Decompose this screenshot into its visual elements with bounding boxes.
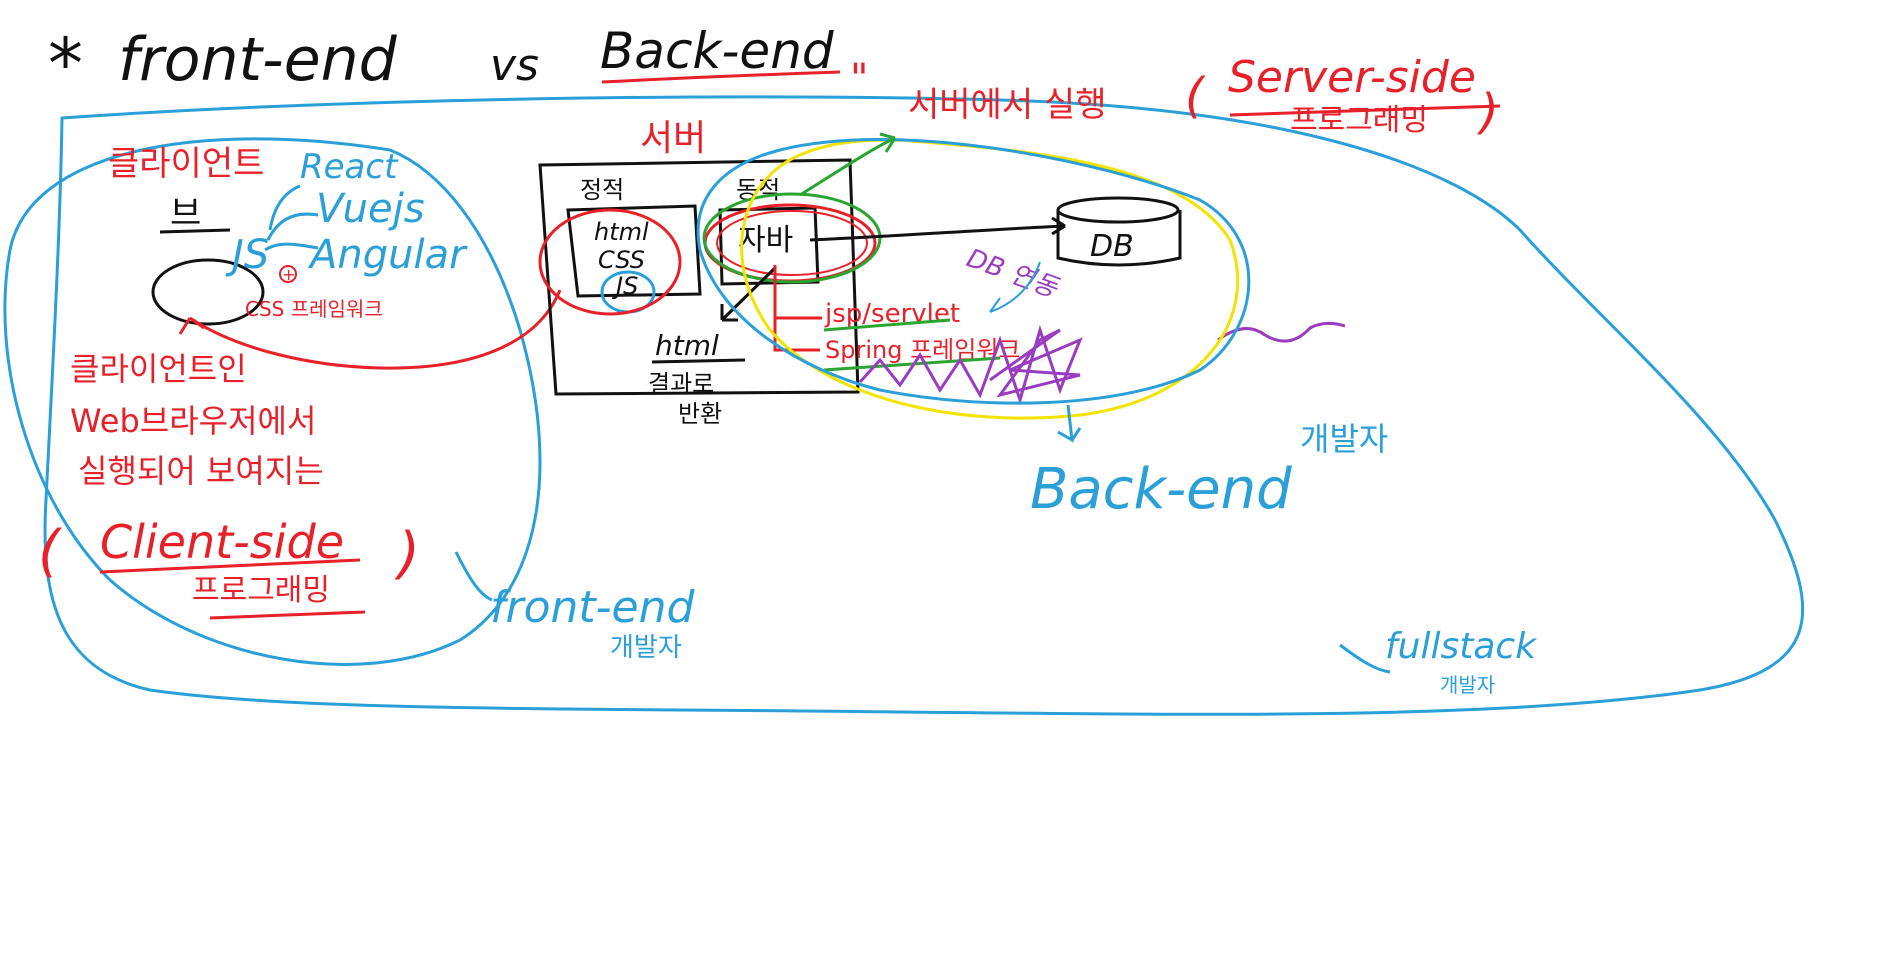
java-html-arrow (720, 266, 777, 322)
db-label: DB (1090, 229, 1134, 264)
title-front-end: front-end (118, 25, 398, 95)
title: * front-end vs Back-end " (48, 22, 868, 105)
result-html-underline (651, 358, 746, 364)
plus-circle (279, 265, 297, 283)
java-label: 자바 (738, 223, 793, 258)
purple-star-scribble (858, 324, 1083, 406)
java-red-circle-2 (716, 210, 868, 276)
client-js: JS (225, 232, 269, 278)
jsp-spring-arrows (773, 265, 822, 352)
title-asterisk: * (48, 23, 83, 105)
client-vue: Vuejs (316, 186, 425, 232)
db-link-label: DB 연동 (963, 243, 1064, 304)
title-back-end: Back-end (600, 22, 834, 80)
client-area: 클라이언트 브 JS React Vuejs Angular + CSS 프레임… (3, 137, 562, 666)
purple-wave (1217, 321, 1346, 343)
client-prog: 프로그래밍 (192, 573, 330, 608)
fullstack-label: fullstack (1385, 626, 1538, 667)
static-red-circle (538, 208, 682, 316)
server-side-close: ) (1477, 84, 1499, 140)
db-body (1056, 210, 1182, 267)
result-desc-1: 결과로 (648, 370, 714, 398)
server-side-note: 서버에서 실행 ( Server-side 프로그래밍 ) (908, 52, 1501, 140)
server-side-english: Server-side (1228, 52, 1476, 103)
static-box (566, 204, 702, 298)
result-desc-2: 반환 (678, 400, 722, 428)
static-html: html (594, 218, 649, 246)
client-outline (3, 137, 542, 666)
server-side-underline (1229, 104, 1501, 117)
backend-dev: 개발자 (1300, 420, 1388, 458)
title-vs: vs (490, 40, 539, 91)
backend-label: Back-end (1030, 457, 1292, 522)
browser-underline (159, 228, 231, 234)
client-prog-underline (209, 610, 366, 620)
browser-circle (151, 258, 265, 326)
client-react: React (300, 147, 399, 187)
client-desc-3: 실행되어 보여지는 (78, 452, 324, 490)
client-side-open: ( (38, 519, 62, 584)
server-side-korean: 서버에서 실행 (908, 85, 1107, 125)
client-side-underline (99, 558, 361, 574)
fullstack-dev: 개발자 (1440, 673, 1495, 697)
frontend-dev: 개발자 (610, 633, 682, 663)
static-label: 정적 (580, 176, 624, 204)
client-plus: + (282, 265, 295, 284)
server-area: 서버 정적 html CSS JS 동적 자바 jsp/servlet Spri… (538, 118, 1346, 428)
client-desc-2: Web브라우저에서 (70, 402, 316, 440)
browser-label: 브 (170, 194, 201, 234)
server-heading: 서버 (640, 118, 706, 159)
title-quote: " (850, 56, 868, 102)
db-top (1056, 196, 1180, 224)
spring-underline (823, 356, 1001, 372)
client-side-label: Client-side (100, 515, 344, 569)
return-arrow (178, 289, 562, 370)
js-arrows (264, 184, 319, 252)
client-desc-1: 클라이언트인 (70, 350, 247, 388)
role-labels: front-end 개발자 Back-end 개발자 fullstack 개발자 (454, 404, 1538, 697)
fullstack-pointer (1339, 643, 1391, 674)
static-js: JS (612, 272, 638, 300)
dynamic-box (718, 206, 820, 286)
backend-pointer (1057, 404, 1082, 443)
server-side-arrow (799, 132, 897, 197)
fullstack-outline (43, 95, 1805, 716)
db-link-arrow (989, 261, 1041, 313)
title-underline (601, 70, 841, 84)
server-side-prog: 프로그래밍 (1290, 103, 1428, 138)
frontend-label: front-end (490, 582, 695, 633)
backend-blue-outline (696, 138, 1251, 405)
server-side-open: ( (1185, 68, 1206, 124)
result-html: html (655, 329, 719, 362)
client-side-close: ) (394, 521, 420, 586)
static-css: CSS (598, 246, 645, 274)
client-css-framework: CSS 프레임워크 (245, 297, 383, 321)
client-heading: 클라이언트 (108, 144, 264, 184)
java-green-circle (702, 192, 882, 284)
client-angular: Angular (307, 232, 468, 278)
jsp-underline (823, 318, 951, 332)
frontend-pointer (454, 551, 493, 602)
